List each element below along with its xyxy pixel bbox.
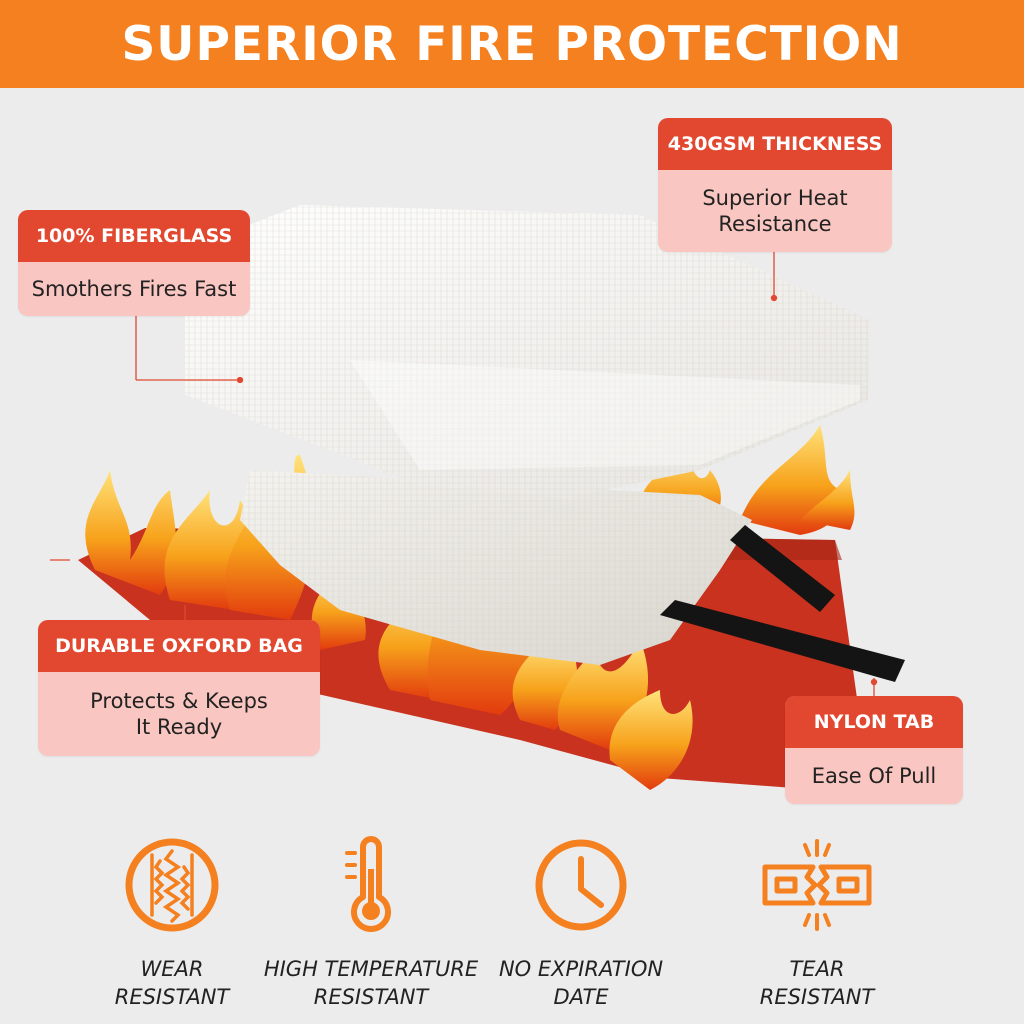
feature-wear-resistant-label: WEAR RESISTANT bbox=[114, 957, 230, 1009]
clock-icon bbox=[535, 839, 627, 931]
feature-high-temperature: HIGH TEMPERATURE RESISTANT bbox=[256, 835, 486, 1011]
nylon-tabs bbox=[660, 525, 905, 682]
page-title: SUPERIOR FIRE PROTECTION bbox=[121, 16, 903, 72]
tear-resistant-icon bbox=[762, 839, 872, 931]
feature-tear-resistant: TEAR RESISTANT bbox=[702, 835, 932, 1011]
feature-no-expiration: NO EXPIRATION DATE bbox=[466, 835, 696, 1011]
callout-fiberglass-title: 100% FIBERGLASS bbox=[18, 210, 250, 262]
callout-fiberglass: 100% FIBERGLASS Smothers Fires Fast bbox=[18, 210, 250, 316]
callout-nylon-tab-text: Ease Of Pull bbox=[811, 764, 937, 788]
callout-oxford-bag-text: Protects & Keeps It Ready bbox=[90, 689, 268, 739]
feature-wear-resistant: WEAR RESISTANT bbox=[57, 835, 287, 1011]
thermometer-icon bbox=[345, 836, 391, 932]
callout-nylon-tab-title: NYLON TAB bbox=[785, 696, 963, 748]
callout-thickness-title: 430GSM THICKNESS bbox=[658, 118, 892, 170]
callout-nylon-tab: NYLON TAB Ease Of Pull bbox=[785, 696, 963, 804]
product-illustration bbox=[50, 205, 905, 790]
callout-thickness-text: Superior Heat Resistance bbox=[702, 186, 848, 236]
folded-blanket bbox=[240, 470, 752, 665]
header-banner: SUPERIOR FIRE PROTECTION bbox=[0, 0, 1024, 88]
connector-lines bbox=[50, 250, 878, 696]
feature-high-temperature-label: HIGH TEMPERATURE RESISTANT bbox=[263, 957, 479, 1009]
callout-oxford-bag: DURABLE OXFORD BAG Protects & Keeps It R… bbox=[38, 620, 320, 756]
callout-thickness: 430GSM THICKNESS Superior Heat Resistanc… bbox=[658, 118, 892, 252]
feature-tear-resistant-label: TEAR RESISTANT bbox=[759, 957, 875, 1009]
feature-no-expiration-label: NO EXPIRATION DATE bbox=[498, 957, 664, 1009]
callout-oxford-bag-title: DURABLE OXFORD BAG bbox=[38, 620, 320, 672]
top-blanket bbox=[185, 205, 870, 498]
callout-fiberglass-text: Smothers Fires Fast bbox=[31, 277, 237, 301]
wear-resistant-icon bbox=[125, 838, 219, 932]
